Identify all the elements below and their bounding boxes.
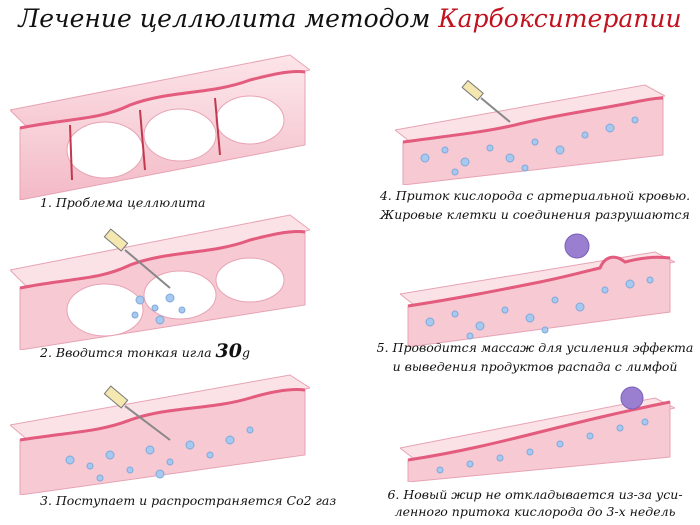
- step-2-caption: 2. Вводится тонкая игла 30g: [40, 340, 250, 362]
- panel-cellulite-problem: [10, 50, 310, 200]
- fat-cell: [66, 283, 144, 337]
- step-5-caption: 5. Проводится массаж для усиления эффект…: [370, 340, 700, 374]
- oxygen-bubbles: [436, 418, 649, 474]
- step-6-text-line2: ленного притока кислорода до 3-х недель: [394, 504, 676, 519]
- skin-top-layer: [395, 84, 665, 145]
- page-title: Лечение целлюлита методом Карбокситерапи…: [0, 4, 700, 33]
- needle-icon: [103, 228, 171, 289]
- panel-new-fat-prevented: [400, 382, 675, 482]
- connective-tissue: [69, 124, 73, 181]
- skin-surface: [407, 400, 671, 462]
- tissue-illustration-1: [10, 54, 310, 200]
- step-5-text-line2: и выведения продуктов распада с лимфой: [392, 359, 678, 374]
- skin-surface: [407, 255, 671, 308]
- needle-icon: [461, 80, 511, 123]
- oxygen-bubbles: [425, 276, 654, 340]
- fat-cell: [215, 95, 285, 145]
- gas-bubbles: [65, 426, 254, 482]
- skin-top-layer: [10, 374, 310, 443]
- step-1-caption: 1. Проблема целлюлита: [40, 195, 205, 210]
- step-2-text: 2. Вводится тонкая игла: [40, 345, 216, 360]
- title-main: Лечение целлюлита методом: [18, 4, 439, 33]
- fat-cell: [143, 270, 217, 320]
- step-4-text-line1: 4. Приток кислорода с артериальной кровь…: [379, 188, 691, 203]
- step-3-text: 3. Поступает и распространяется Co2 газ: [40, 493, 337, 508]
- skin-surface: [19, 230, 306, 290]
- fat-cell: [143, 108, 217, 162]
- title-accent: Карбокситерапии: [438, 4, 682, 33]
- step-6-text-line1: 6. Новый жир не откладывается из-за уси-: [387, 487, 683, 502]
- step-6-caption: 6. Новый жир не откладывается из-за уси-…: [370, 487, 700, 519]
- skin-surface: [19, 70, 306, 130]
- gas-bubbles: [131, 293, 186, 325]
- skin-surface: [402, 96, 664, 144]
- fat-cell: [215, 257, 285, 303]
- step-3-caption: 3. Поступает и распространяется Co2 газ: [40, 493, 336, 508]
- needle-icon: [103, 385, 171, 441]
- tissue-illustration-2: [10, 214, 310, 350]
- panel-gas-spread: [10, 370, 310, 495]
- skin-surface: [19, 388, 306, 442]
- step-5-text-line1: 5. Проводится массаж для усиления эффект…: [376, 340, 694, 355]
- fat-cell: [66, 121, 144, 179]
- skin-top-layer: [400, 397, 675, 463]
- massage-roller-icon: [564, 233, 590, 259]
- step-1-text: 1. Проблема целлюлита: [40, 195, 206, 210]
- panel-needle-insert: [10, 210, 310, 350]
- skin-top-layer: [10, 54, 310, 131]
- tissue-illustration-6: [400, 386, 675, 482]
- tissue-illustration-4: [395, 80, 665, 185]
- oxygen-bubbles: [420, 116, 639, 176]
- step-4-caption: 4. Приток кислорода с артериальной кровь…: [370, 188, 700, 222]
- panel-oxygen-inflow: [395, 80, 665, 185]
- skin-top-layer: [10, 214, 310, 291]
- needle-gauge: 30: [215, 340, 242, 362]
- tissue-illustration-5: [400, 233, 675, 347]
- step-4-text-line2: Жировые клетки и соединения разрушаются: [380, 207, 690, 222]
- massage-roller-icon: [620, 386, 644, 410]
- needle-gauge-unit: g: [241, 345, 250, 360]
- tissue-illustration-3: [10, 374, 310, 495]
- connective-tissue: [139, 97, 221, 171]
- panel-massage: [400, 232, 675, 347]
